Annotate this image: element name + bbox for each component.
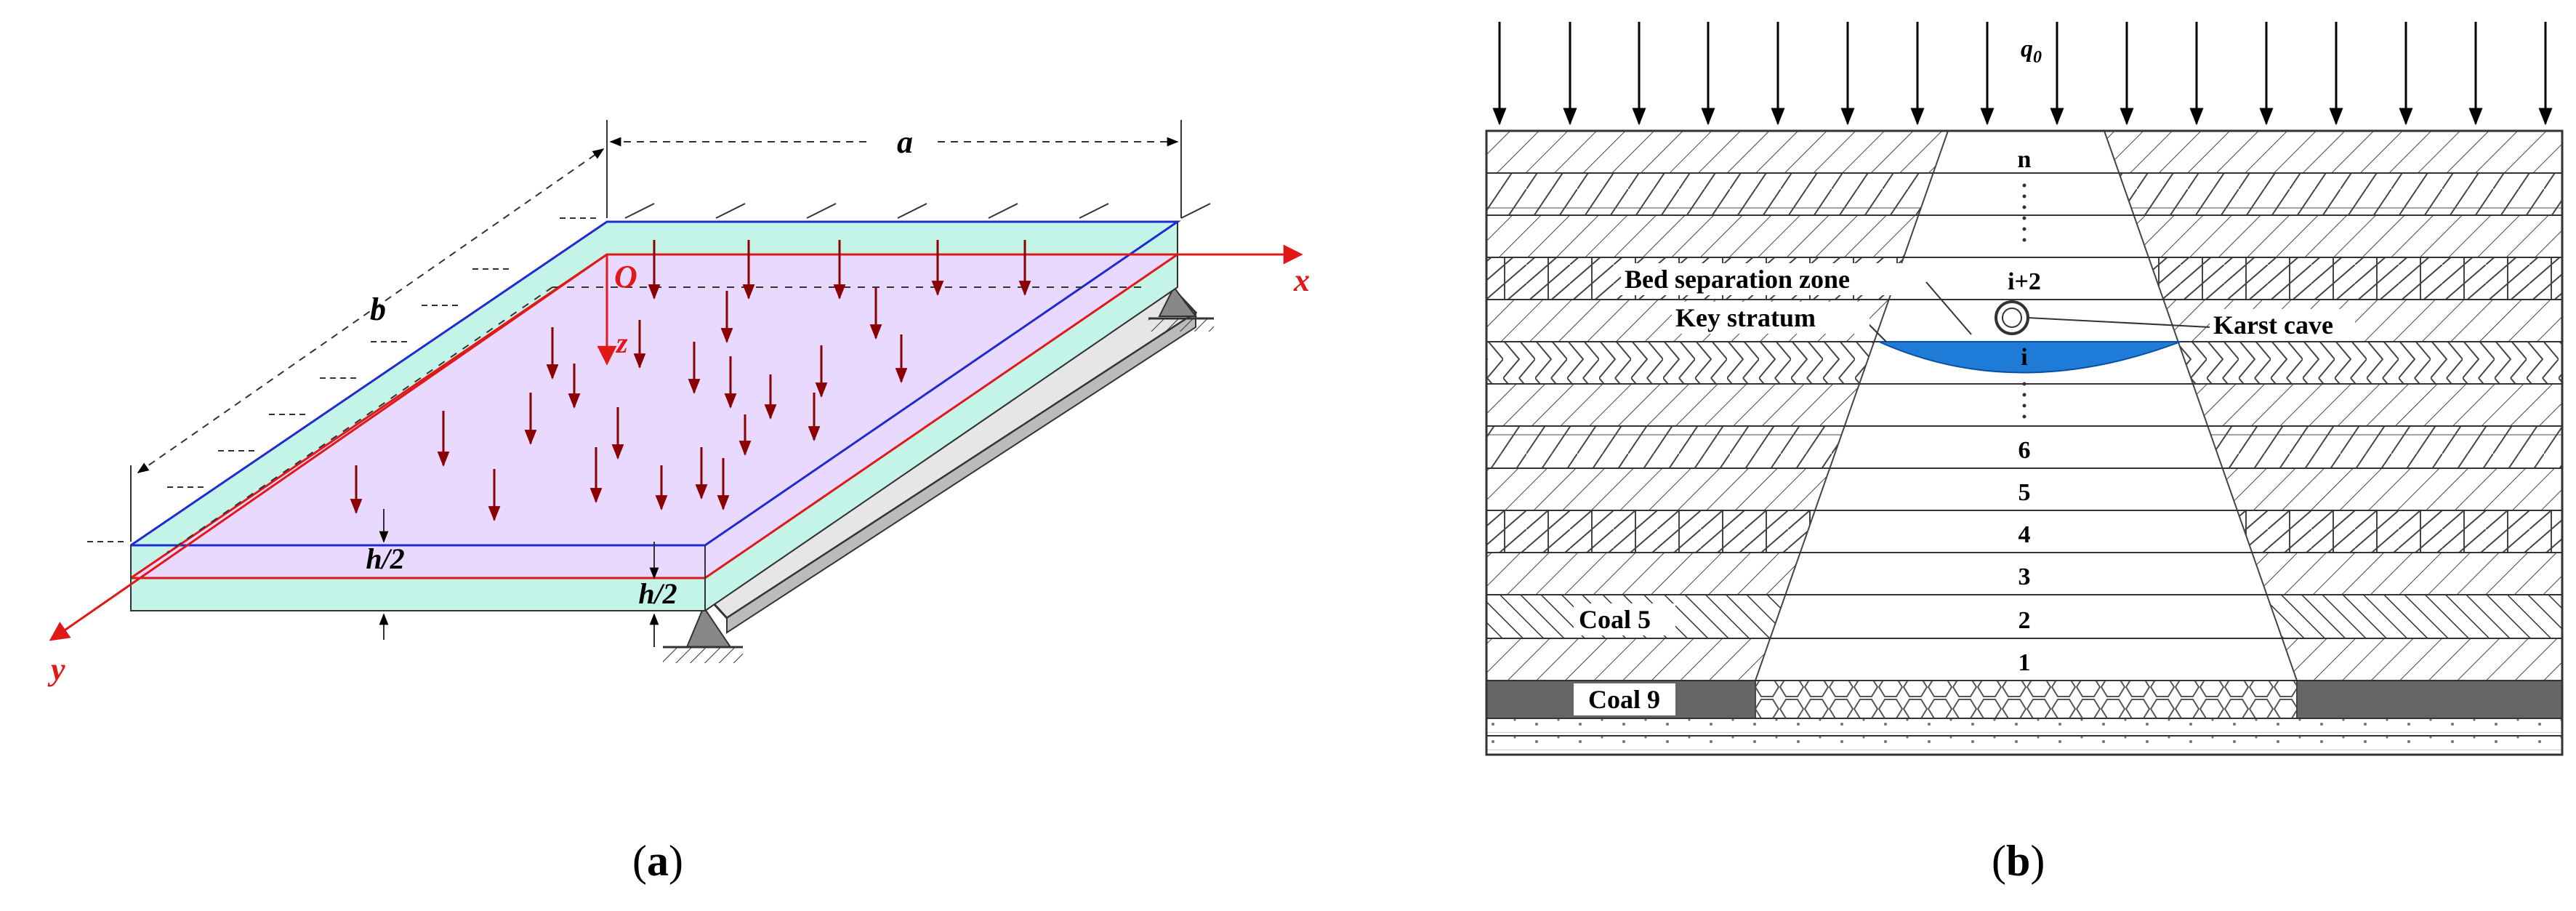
caption-panel-a: (a) xyxy=(632,837,683,885)
top-edge-ticks xyxy=(87,203,1211,542)
layer-label-4: 4 xyxy=(2018,521,2031,548)
label-z-axis: z xyxy=(615,326,628,359)
label-origin: O xyxy=(614,259,637,294)
layer-label-6: 6 xyxy=(2018,437,2031,464)
layer-number-labels: n i+2 i 6 5 4 3 2 1 xyxy=(2008,146,2041,676)
label-h-half-bottom: h/2 xyxy=(638,577,677,610)
karst-cave-icon xyxy=(1995,300,2029,335)
caption-panel-b: (b) xyxy=(1992,837,2045,885)
label-h-half-top: h/2 xyxy=(366,542,404,575)
panel-a-plate-diagram: a b O x y z xyxy=(47,120,1310,687)
label-a: a xyxy=(897,124,913,160)
ellipsis-dots xyxy=(2022,183,2026,419)
plate-support xyxy=(663,286,1214,663)
label-coal-9: Coal 9 xyxy=(1588,685,1660,714)
label-coal-5: Coal 5 xyxy=(1579,605,1651,634)
dimension-a: a xyxy=(606,120,1182,218)
label-b: b xyxy=(370,292,386,327)
overburden-load-arrows xyxy=(1492,22,2553,126)
layer-label-1: 1 xyxy=(2018,649,2031,676)
label-karst-cave: Karst cave xyxy=(2213,310,2333,340)
caption-letter-a: a xyxy=(646,837,669,885)
layer-label-2: 2 xyxy=(2018,607,2031,634)
label-key-stratum: Key stratum xyxy=(1675,303,1816,332)
layer-label-3: 3 xyxy=(2018,563,2031,590)
bed-separation-water xyxy=(1878,341,2181,374)
label-x-axis: x xyxy=(1293,262,1310,298)
distributed-load-arrows xyxy=(350,240,1031,522)
panel-b-strata-diagram: q0 xyxy=(1485,22,2564,756)
layer-label-i: i xyxy=(2021,344,2027,371)
layer-label-i-plus-2: i+2 xyxy=(2008,268,2041,295)
coordinate-axes: O x y z xyxy=(47,244,1310,687)
label-bed-separation-zone: Bed separation zone xyxy=(1625,265,1850,294)
label-load-q0: q0 xyxy=(2021,36,2042,67)
layer-label-n: n xyxy=(2018,146,2032,173)
thickness-dimensions: h/2 h/2 xyxy=(366,509,677,647)
dimension-b: b xyxy=(130,148,605,542)
layer-label-5: 5 xyxy=(2018,479,2031,506)
label-y-axis: y xyxy=(47,651,65,687)
caption-letter-b: b xyxy=(2005,837,2031,885)
